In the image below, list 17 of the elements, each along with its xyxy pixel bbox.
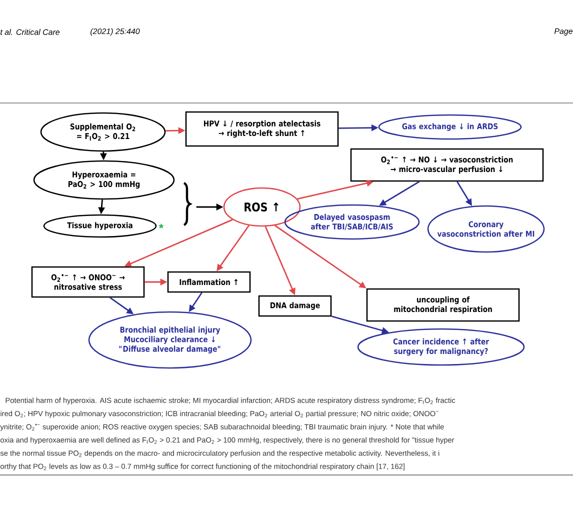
process-box (185, 111, 339, 147)
process-box (366, 288, 520, 322)
ellipse-node (33, 160, 175, 200)
ellipse-node (40, 112, 166, 152)
outcome-ellipse (427, 205, 545, 253)
outcome-ellipse (88, 311, 252, 369)
ellipse-node (43, 214, 157, 238)
asterisk-mark: * (158, 224, 164, 228)
outcome-ellipse (357, 328, 525, 366)
node-text: ROS ↑ (244, 202, 278, 212)
process-box (350, 148, 544, 182)
outcome-ellipse (284, 204, 420, 240)
process-box (167, 271, 251, 293)
outcome-ellipse (378, 114, 522, 140)
process-box (31, 266, 145, 298)
process-box (258, 295, 332, 317)
ros-ellipse (223, 187, 301, 227)
